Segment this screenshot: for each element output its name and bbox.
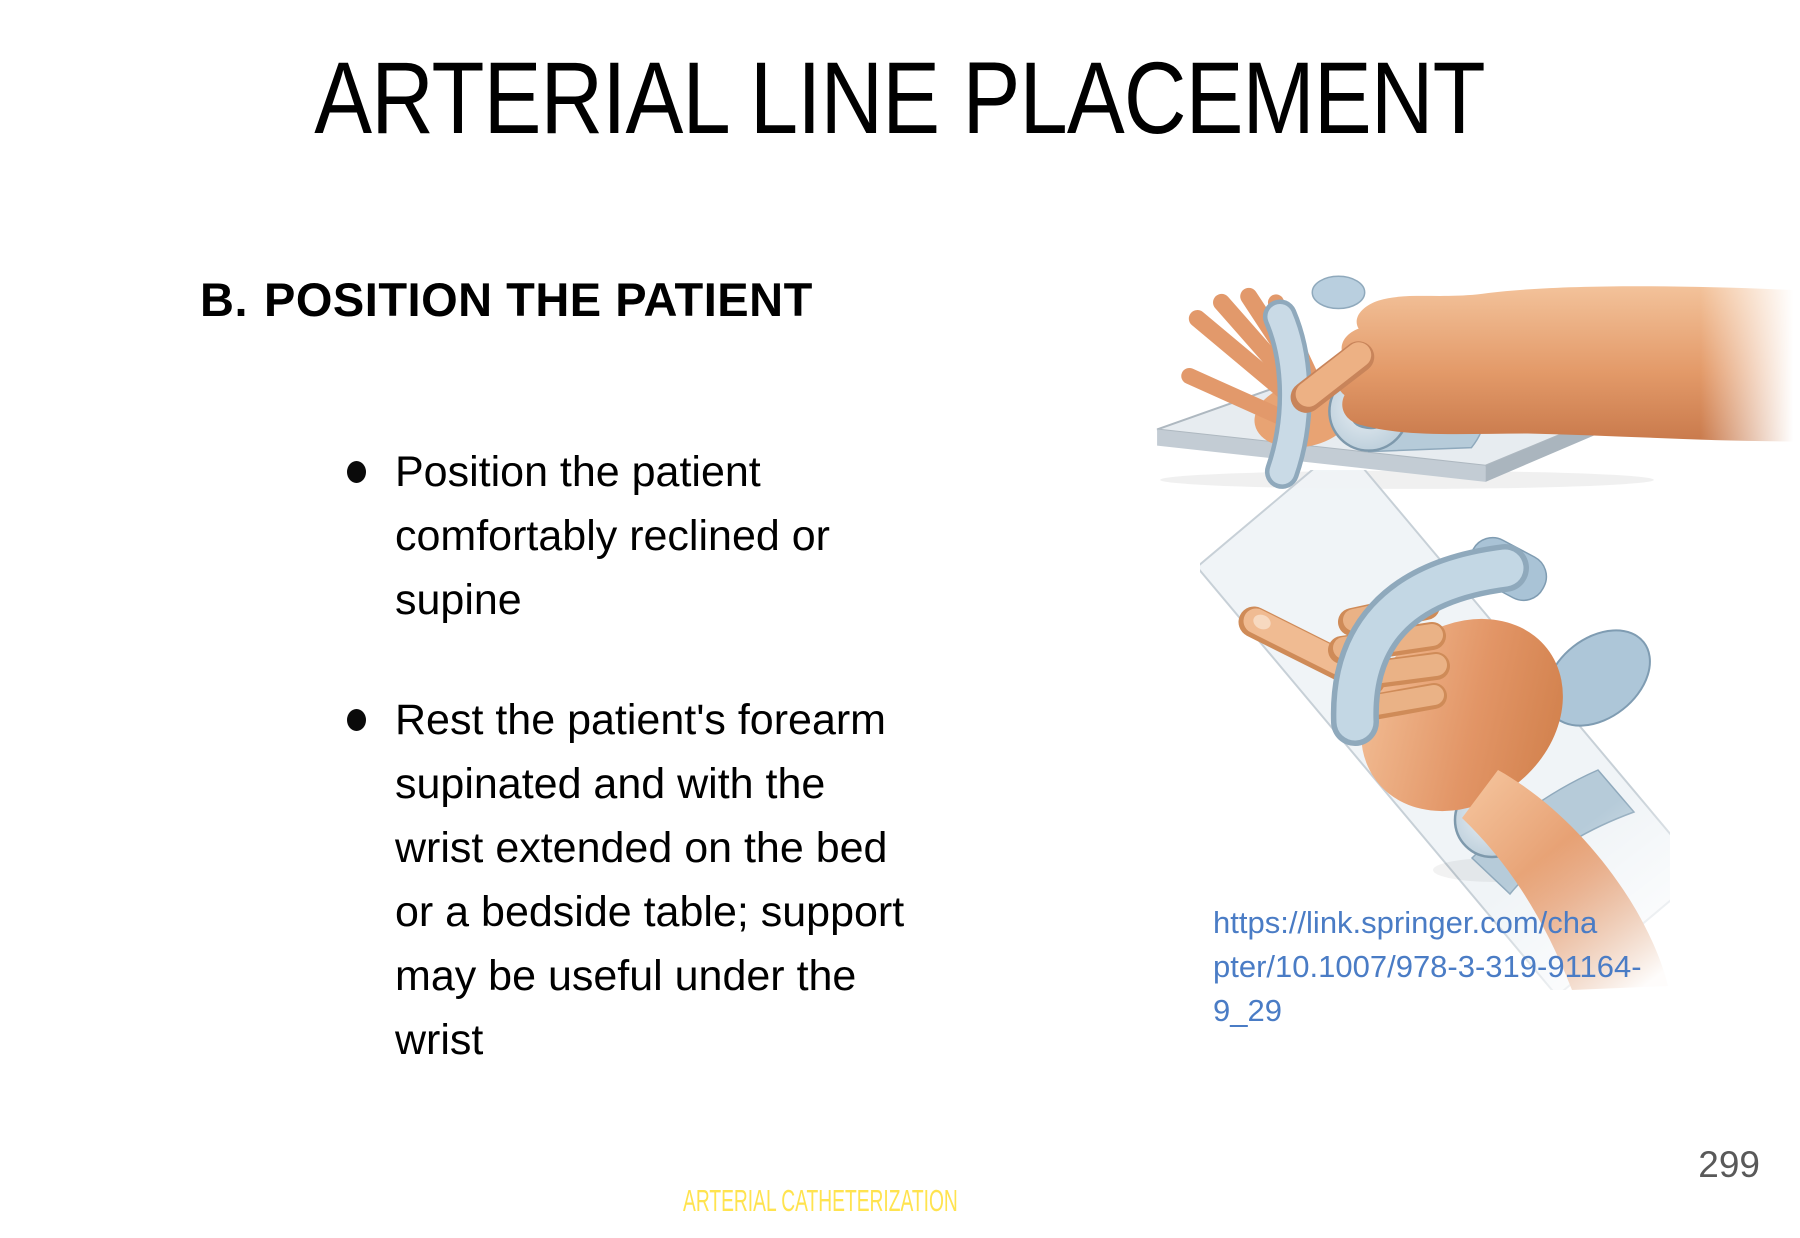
armboard-supine-illustration — [1200, 470, 1670, 990]
section-label: POSITION THE PATIENT — [264, 273, 813, 326]
bullet-text: Position the patient comfortably recline… — [395, 448, 830, 624]
towel-end — [1311, 275, 1366, 310]
armboard-dorsal-illustration — [1156, 265, 1800, 489]
page-title: ARTERIAL LINE PLACEMENT — [0, 40, 1800, 157]
list-item: Position the patient comfortably recline… — [347, 440, 1057, 632]
bullet-list: Position the patient comfortably recline… — [347, 440, 1057, 1128]
list-item: Rest the patient's forearm supinated and… — [347, 688, 1057, 1072]
footer-title: ARTERIAL CATHETERIZATION — [683, 1183, 958, 1218]
source-link[interactable]: https://link.springer.com/cha pter/10.10… — [1213, 905, 1642, 1028]
bullet-text: Rest the patient's forearm supinated and… — [395, 696, 905, 1064]
section-index: B. — [200, 273, 248, 326]
page-number: 299 — [1698, 1144, 1760, 1185]
wrist-strap — [1330, 536, 1548, 746]
section-heading: B. POSITION THE PATIENT — [200, 272, 813, 327]
page-title-text: ARTERIAL LINE PLACEMENT — [314, 41, 1486, 155]
bullet-icon — [347, 709, 366, 731]
bullet-icon — [347, 461, 366, 483]
clinician-thumb — [1290, 341, 1375, 413]
